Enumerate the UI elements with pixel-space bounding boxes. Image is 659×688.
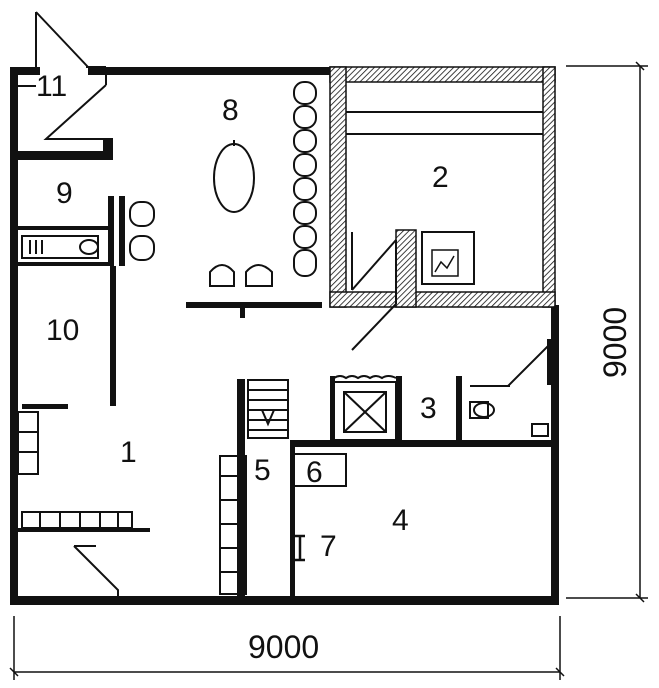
room-label-9: 9 — [56, 177, 73, 210]
room-8-counter-leg — [240, 306, 245, 318]
dimension-height-label: 9000 — [597, 307, 633, 378]
dimension-vertical — [566, 61, 648, 603]
lower-right-walls — [290, 376, 559, 596]
room-8-counter — [186, 302, 322, 308]
room-6-box — [293, 453, 347, 487]
room-label-11: 11 — [36, 70, 67, 103]
dimension-width-label: 9000 — [248, 629, 319, 665]
room-label-7: 7 — [320, 530, 337, 563]
washroom-fixtures — [469, 339, 555, 437]
room-label-6: 6 — [306, 456, 323, 489]
partitions-left — [18, 196, 116, 409]
room-label-4: 4 — [392, 504, 409, 537]
entry-room-11 — [17, 11, 113, 160]
room-label-2: 2 — [432, 161, 449, 194]
elevator-shaft — [333, 375, 397, 441]
room-9-fixtures — [21, 235, 99, 259]
room-1-storage — [17, 411, 133, 529]
room-label-1: 1 — [120, 436, 137, 469]
room-2-furniture — [346, 111, 543, 351]
room-label-5: 5 — [254, 454, 271, 487]
room-label-10: 10 — [46, 314, 79, 347]
room-1-wall-stub — [18, 528, 150, 532]
dimension-horizontal — [9, 616, 565, 680]
hatched-wall-room-2 — [329, 66, 556, 308]
room-7-symbol — [295, 534, 305, 562]
room-8-furniture — [119, 81, 317, 287]
stair-core — [219, 379, 289, 597]
room-label-8: 8 — [222, 94, 239, 127]
outer-walls — [10, 67, 559, 605]
room-label-3: 3 — [420, 392, 437, 425]
room-1-door-swing — [73, 545, 119, 596]
